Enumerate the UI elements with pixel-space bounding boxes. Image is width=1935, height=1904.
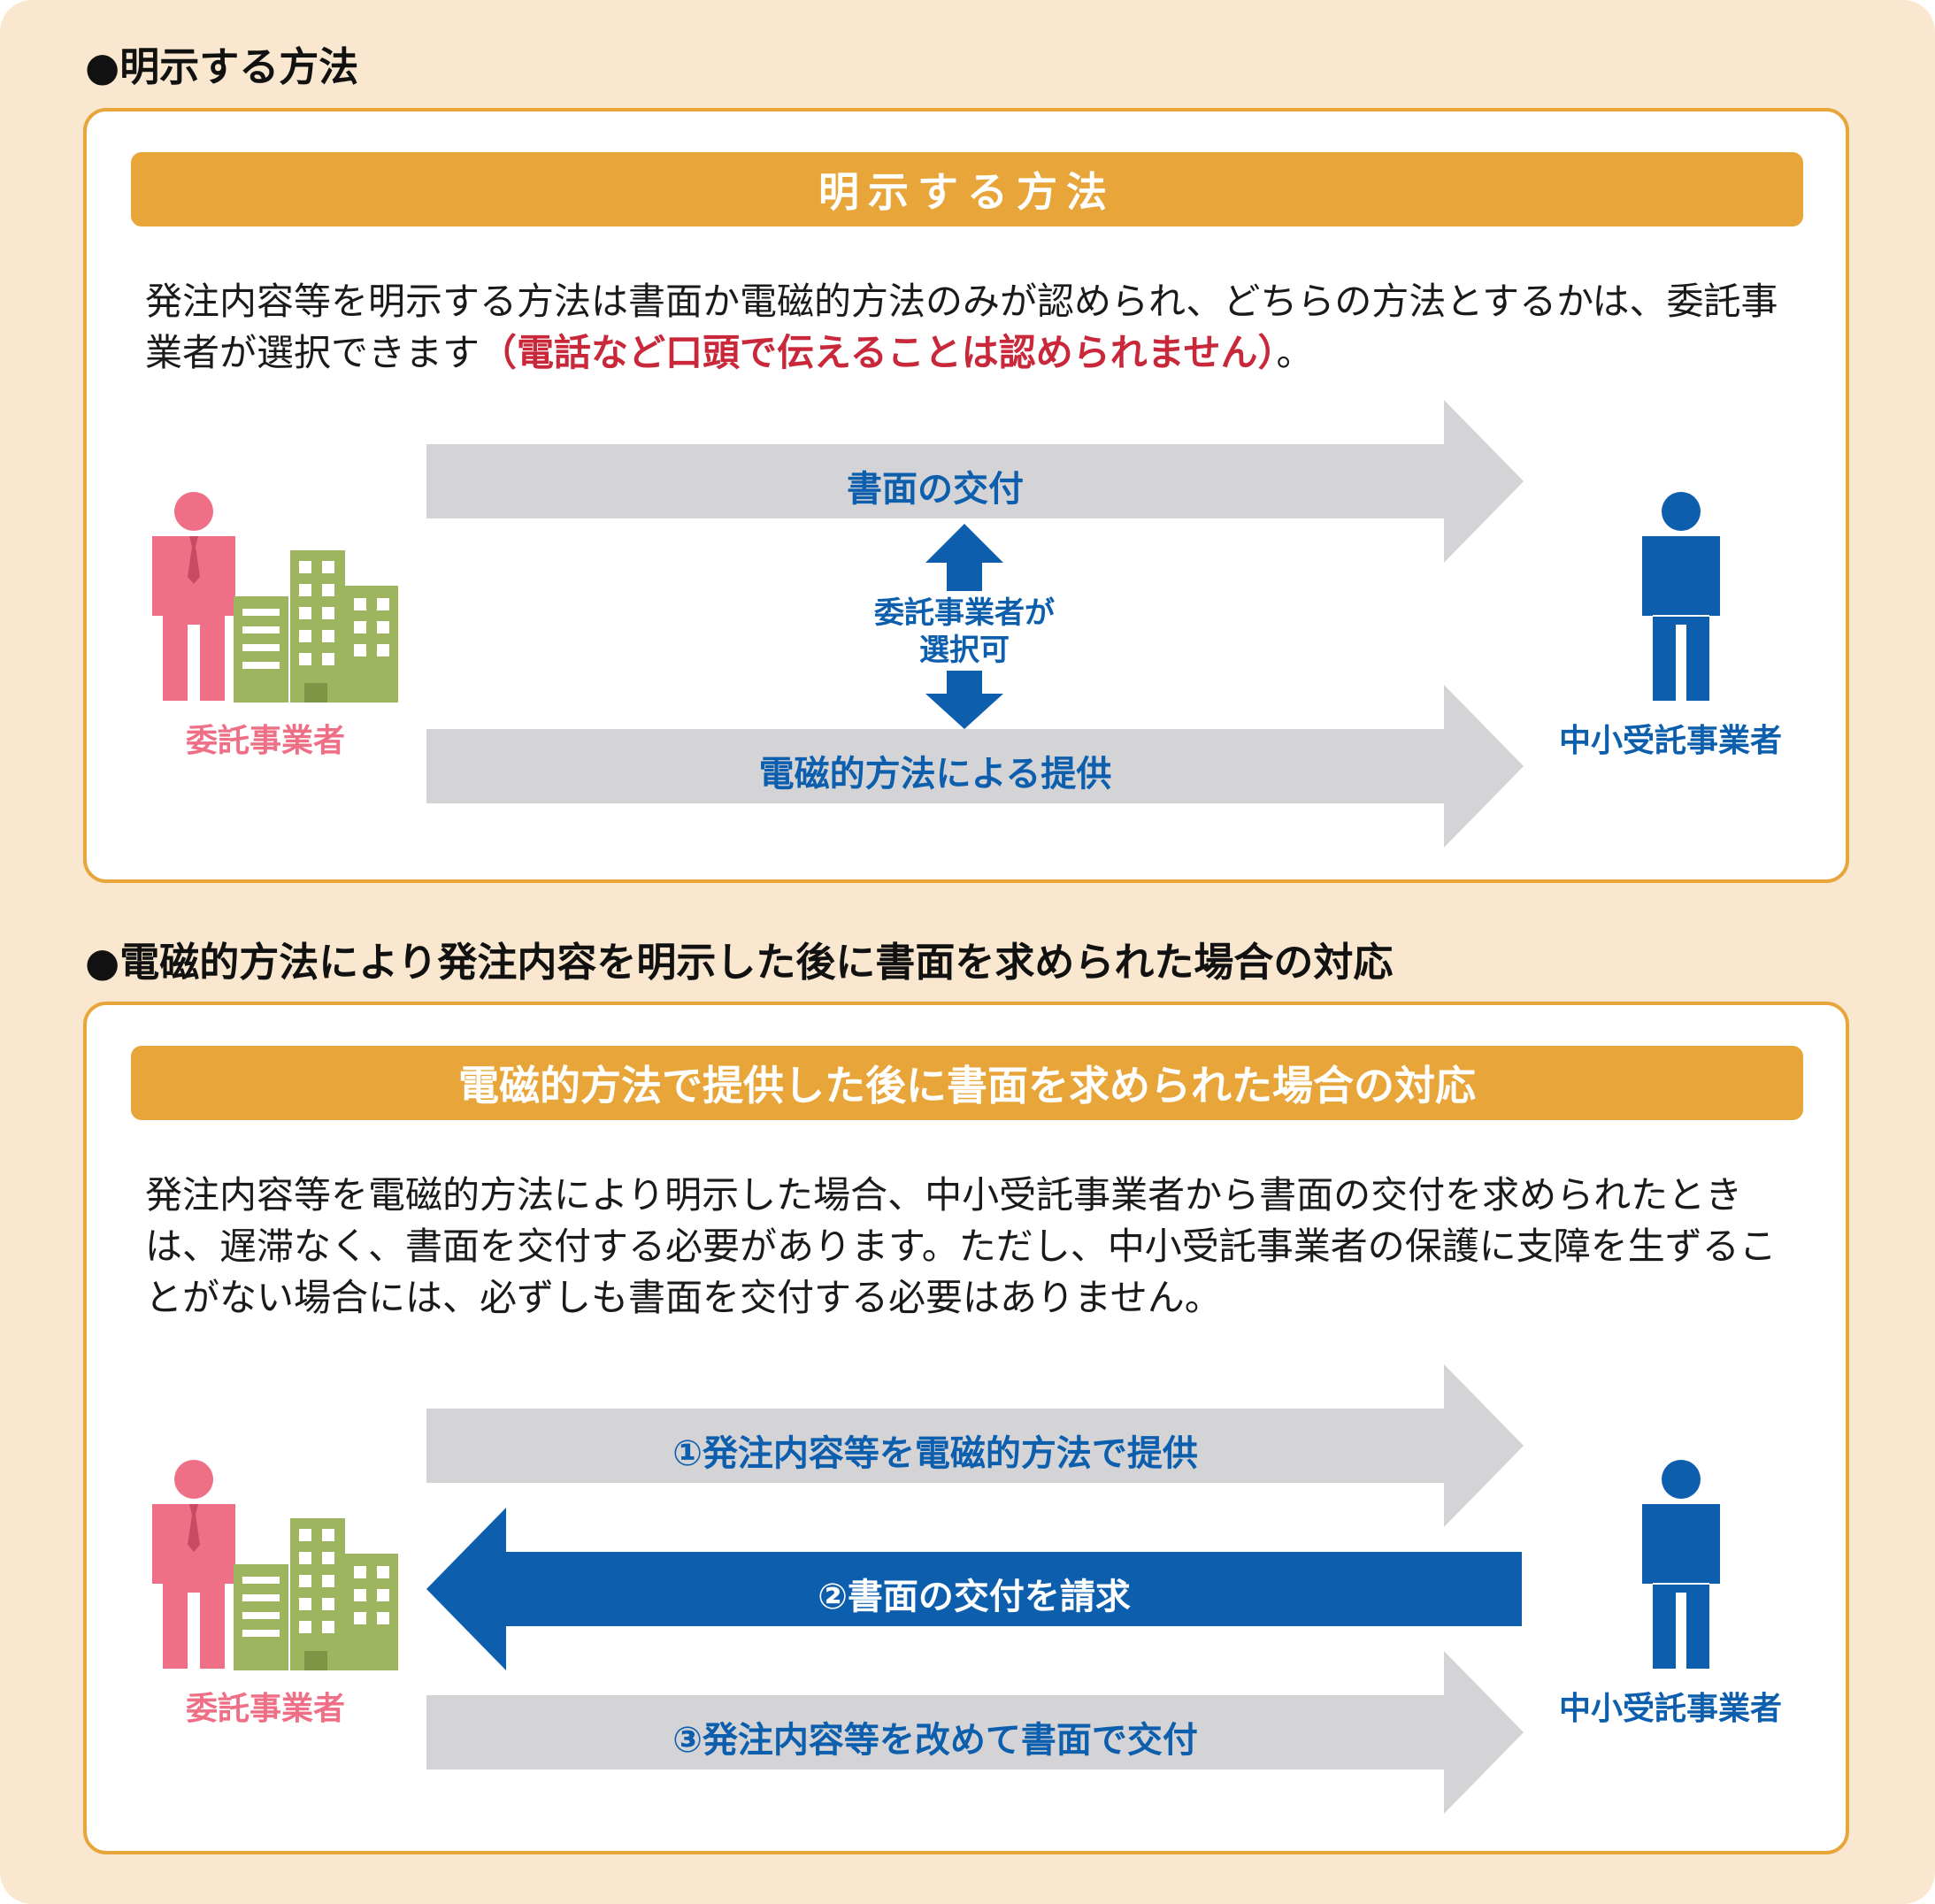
section1-contractor-label: 中小受託事業者 (1559, 723, 1783, 759)
arrow-paper-delivery-label: 書面の交付 (847, 469, 1024, 510)
arrow-step1-label: ①発注内容等を電磁的方法で提供 (672, 1433, 1198, 1474)
contractor-person-icon (1642, 492, 1720, 701)
choice-arrow-down-icon (925, 671, 1003, 729)
client-buildings-icon-2 (234, 1518, 398, 1670)
section1-description-end: 。 (1276, 331, 1314, 374)
section1-heading: ●明示する方法 (85, 43, 359, 90)
arrow-electronic-provision-label: 電磁的方法による提供 (758, 754, 1112, 795)
section1-description-main: 発注内容等を明示する方法は書面か電磁的方法のみが認められ、どちらの方法とするかは… (145, 280, 1778, 374)
client-buildings-icon (234, 550, 398, 702)
arrow-step3-label: ③発注内容等を改めて書面で交付 (672, 1720, 1198, 1761)
choice-label: 委託事業者が 選択可 (832, 595, 1097, 669)
client-person-icon-2 (152, 1460, 235, 1669)
section1-description: 発注内容等を明示する方法は書面か電磁的方法のみが認められ、どちらの方法とするかは… (145, 276, 1808, 379)
arrow-step2-request (426, 1508, 1522, 1670)
section2-contractor-label: 中小受託事業者 (1559, 1691, 1783, 1727)
client-person-icon (152, 492, 235, 701)
section1-client-label: 委託事業者 (186, 723, 346, 759)
section2-client-label: 委託事業者 (186, 1691, 346, 1727)
arrow-step1-electronic (426, 1364, 1524, 1527)
choice-arrow-up-icon (925, 524, 1003, 591)
section1-banner: 明示する方法 (131, 152, 1803, 226)
arrow-step2-label: ②書面の交付を請求 (818, 1577, 1131, 1617)
section2-heading: ●電磁的方法により発注内容を明示した後に書面を求められた場合の対応 (85, 939, 1394, 986)
section2-panel: 電磁的方法で提供した後に書面を求められた場合の対応 発注内容等を電磁的方法により… (83, 1002, 1849, 1854)
section2-description: 発注内容等を電磁的方法により明示した場合、中小受託事業者から書面の交付を求められ… (145, 1173, 1777, 1319)
arrow-electronic-provision (426, 685, 1524, 848)
section1-description-warning: （電話など口頭で伝えることは認められません） (480, 331, 1277, 374)
choice-label-line1: 委託事業者が (874, 595, 1055, 631)
section1-panel: 明示する方法 発注内容等を明示する方法は書面か電磁的方法のみが認められ、どちらの… (83, 108, 1849, 883)
arrow-step3-paper (426, 1651, 1524, 1814)
contractor-person-icon-2 (1642, 1460, 1720, 1669)
arrow-paper-delivery (426, 400, 1524, 563)
choice-label-line2: 選択可 (919, 633, 1010, 668)
section2-banner: 電磁的方法で提供した後に書面を求められた場合の対応 (131, 1046, 1803, 1120)
